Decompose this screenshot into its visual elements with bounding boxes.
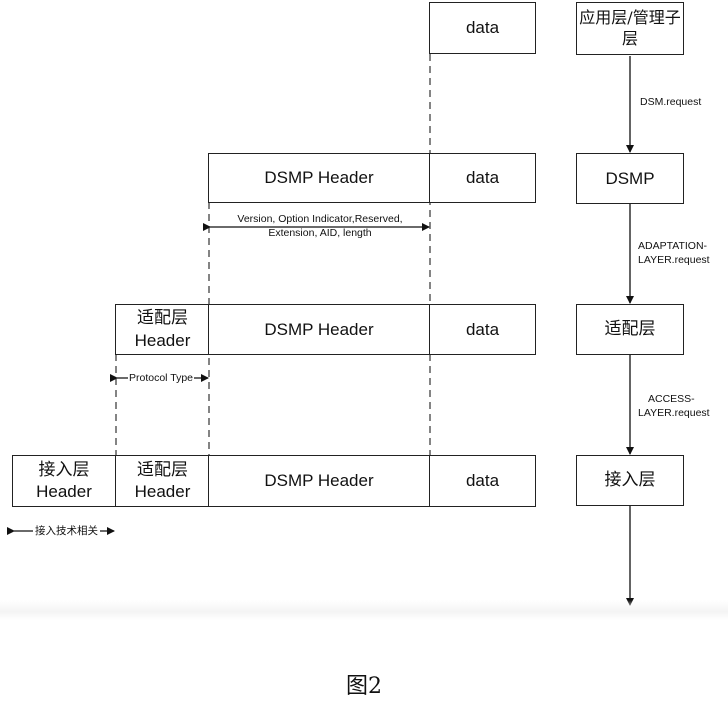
dsmp-fields-line2: Extension, AID, length bbox=[268, 227, 372, 240]
layer-access-label: 接入层 bbox=[604, 469, 656, 490]
row4-data-box: data bbox=[429, 455, 536, 507]
row4-dsmp-header-label: DSMP Header bbox=[264, 471, 374, 491]
primitive-adaptation-line2: LAYER.request bbox=[638, 254, 710, 267]
dsmp-fields-annotation: Version, Option Indicator,Reserved, Exte… bbox=[222, 212, 418, 240]
row4-access-header-box: 接入层 Header bbox=[12, 455, 116, 507]
row4-dsmp-header-box: DSMP Header bbox=[208, 455, 430, 507]
primitive-access-line2: LAYER.request bbox=[638, 407, 710, 420]
row3-adaptation-header-box: 适配层 Header bbox=[115, 304, 210, 355]
row3-data-label: data bbox=[465, 319, 500, 339]
primitive-adaptation-line1: ADAPTATION- bbox=[638, 240, 708, 252]
row3-adaptation-line1: 适配层 bbox=[136, 308, 188, 329]
row2-data-label: data bbox=[465, 168, 500, 188]
primitive-access-request: ACCESS- LAYER.request bbox=[638, 392, 710, 420]
dsmp-fields-line1: Version, Option Indicator,Reserved, bbox=[237, 212, 403, 227]
primitive-dsm-request: DSM.request bbox=[640, 96, 702, 108]
row1-data-box: data bbox=[429, 2, 536, 54]
row4-access-line1: 接入层 bbox=[38, 459, 90, 480]
layer-app-line1: 应用层/管理子 bbox=[579, 7, 681, 27]
protocol-type-annotation: Protocol Type bbox=[128, 371, 195, 386]
row4-adaptation-line1: 适配层 bbox=[136, 459, 188, 480]
layer-adaptation-box: 适配层 bbox=[576, 304, 684, 355]
figure-caption: 图2 bbox=[346, 674, 382, 699]
row1-data-label: data bbox=[465, 18, 500, 38]
row4-adaptation-header-box: 适配层 Header bbox=[115, 455, 210, 507]
layer-dsmp-box: DSMP bbox=[576, 153, 684, 204]
row3-dsmp-header-box: DSMP Header bbox=[208, 304, 430, 355]
row2-dsmp-header-box: DSMP Header bbox=[208, 153, 430, 203]
scan-fade bbox=[0, 600, 728, 620]
layer-adaptation-label: 适配层 bbox=[604, 318, 656, 339]
row3-data-box: data bbox=[429, 304, 536, 355]
primitive-adaptation-request: ADAPTATION- LAYER.request bbox=[638, 239, 710, 267]
row2-data-box: data bbox=[429, 153, 536, 203]
layer-access-box: 接入层 bbox=[576, 455, 684, 506]
row4-data-label: data bbox=[465, 471, 500, 491]
row4-adaptation-line2: Header bbox=[134, 482, 191, 501]
row3-dsmp-header-label: DSMP Header bbox=[264, 319, 374, 339]
layer-app-line2: 层 bbox=[621, 28, 638, 48]
row3-adaptation-line2: Header bbox=[134, 330, 191, 350]
access-tech-annotation: 接入技术相关 bbox=[33, 524, 100, 539]
row2-dsmp-header-label: DSMP Header bbox=[264, 168, 374, 188]
primitive-access-line1: ACCESS- bbox=[648, 393, 695, 405]
layer-dsmp-label: DSMP bbox=[605, 168, 655, 188]
layer-app-box: 应用层/管理子 层 bbox=[576, 2, 684, 55]
row4-access-line2: Header bbox=[36, 482, 92, 501]
